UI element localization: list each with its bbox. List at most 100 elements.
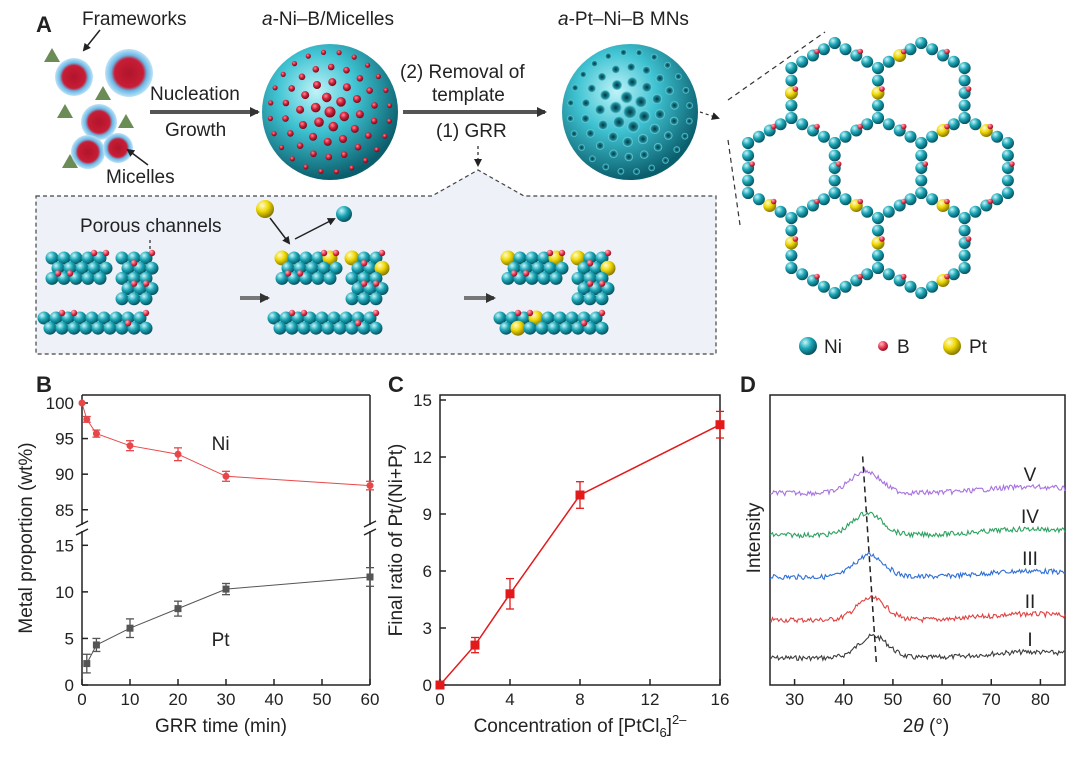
ni-atom — [363, 311, 377, 325]
b-y-tick-label: 15 — [55, 536, 74, 555]
framework-triangle — [57, 104, 73, 118]
removal-label-1: (2) Removal of — [400, 62, 525, 83]
ni-atom — [115, 251, 129, 265]
pt-atom — [510, 320, 526, 336]
micelle-dot — [342, 83, 351, 92]
ni-atom — [513, 271, 527, 285]
b-ni-point — [78, 399, 86, 407]
meso-pore — [609, 101, 622, 114]
micelle-dot — [387, 102, 393, 109]
ni-atom — [299, 271, 313, 285]
meso-pore — [654, 109, 666, 120]
ni-atom — [127, 321, 141, 335]
micelle-dot — [383, 87, 389, 93]
ni-atom — [309, 321, 323, 335]
d-x-tick-label: 30 — [785, 690, 804, 709]
ni-atom — [1001, 174, 1014, 187]
ni-atom — [589, 282, 603, 296]
b-atom — [378, 249, 386, 257]
ni-atom — [915, 187, 928, 199]
b-atom — [288, 309, 296, 317]
b-atom — [1009, 161, 1015, 167]
b-ni-point — [222, 472, 230, 480]
porous-channels-label: Porous channels — [80, 216, 222, 237]
ni-atom — [345, 271, 359, 285]
meso-pore — [670, 101, 679, 110]
ni-atom — [926, 280, 939, 293]
ni-atom — [87, 261, 101, 275]
d-frame — [769, 394, 1066, 686]
ni-atom — [571, 321, 585, 335]
micelle-dot — [374, 147, 380, 153]
b-atom — [944, 273, 950, 280]
ni-atom — [85, 311, 99, 325]
ni-atom — [861, 55, 874, 68]
micelle-dot — [298, 73, 306, 81]
b-x-tick-label: 20 — [169, 690, 188, 709]
ni-atom — [1001, 149, 1014, 162]
ni-atom — [357, 292, 371, 306]
meso-pore — [627, 120, 640, 133]
ni-atom — [969, 118, 982, 131]
micelle-dot — [310, 150, 317, 158]
d-x-tick-label: 50 — [883, 690, 902, 709]
meso-pore — [620, 91, 633, 104]
micelle-dot — [328, 121, 339, 132]
ni-atom — [958, 99, 971, 112]
b-atom — [332, 249, 340, 257]
b-atom — [586, 280, 594, 287]
b-atom — [102, 249, 110, 257]
nucleation-label: Nucleation — [150, 84, 240, 105]
d-x-tick-label: 80 — [1031, 690, 1050, 709]
ni-atom — [139, 271, 153, 285]
meso-pore — [609, 149, 618, 158]
b-atom — [857, 123, 864, 130]
ni-atom — [275, 271, 289, 285]
ni-atom — [785, 212, 798, 224]
b-atom — [749, 161, 755, 167]
ni-atom — [63, 261, 77, 275]
ni-atom — [321, 321, 335, 335]
b-atom — [300, 309, 308, 317]
meso-pore — [686, 102, 693, 109]
meso-pore — [682, 87, 690, 94]
b-atom — [944, 48, 950, 55]
ni-atom — [882, 118, 895, 131]
ni-atom — [589, 261, 603, 275]
meso-pore — [664, 61, 671, 69]
ni-atom — [915, 174, 928, 187]
micelle-dot — [375, 73, 381, 80]
b-atom — [130, 280, 138, 287]
zoom-line — [727, 139, 741, 226]
ni-atom — [555, 261, 569, 275]
b-x-tick-label: 10 — [121, 690, 140, 709]
meso-pore — [637, 133, 649, 145]
micelle-dot — [321, 92, 332, 103]
ni-atom — [549, 271, 563, 285]
ni-atom — [127, 292, 141, 306]
ni-atom — [839, 280, 852, 293]
removal-label-2: template — [432, 85, 505, 106]
sphere1-label: a-Ni–B/Micelles — [262, 9, 394, 30]
ni-atom-outgoing — [336, 206, 352, 222]
framework-triangle — [62, 154, 78, 168]
b-pt-point — [92, 641, 100, 649]
zoom-line — [727, 31, 826, 101]
ni-atom — [73, 311, 87, 325]
b-x-tick-label: 40 — [265, 690, 284, 709]
b-pt-point — [83, 660, 91, 668]
meso-pore — [623, 105, 637, 119]
ni-atom — [351, 311, 365, 325]
micelle-dot — [291, 61, 298, 67]
ni-atom — [774, 118, 787, 131]
ni-atom — [861, 205, 874, 218]
b-atom — [148, 249, 156, 257]
ni-atom — [133, 311, 147, 325]
meso-pore — [611, 65, 620, 74]
micelle-dot — [271, 131, 277, 137]
b-atom — [879, 86, 885, 92]
meso-pore — [627, 77, 638, 88]
micelle-dot — [299, 121, 307, 129]
ni-atom — [69, 251, 83, 265]
